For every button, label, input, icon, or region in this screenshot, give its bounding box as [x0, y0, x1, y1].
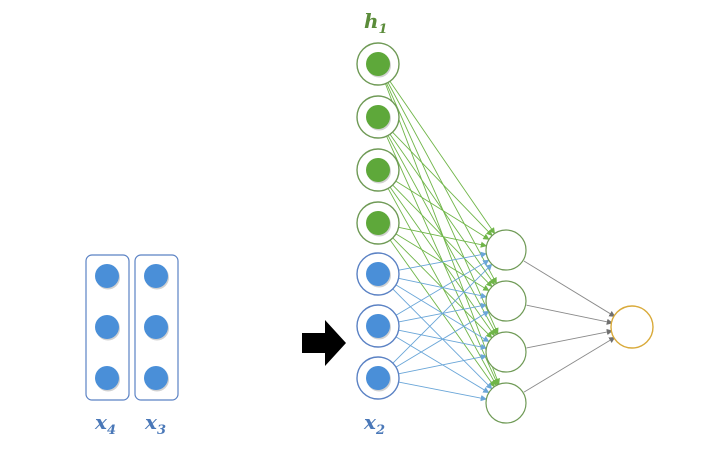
input-to-layer2-edge	[392, 263, 493, 364]
h1-label: h1	[364, 9, 388, 37]
queued-input-node	[95, 315, 120, 341]
input-to-layer2-edges	[392, 251, 493, 402]
input-node	[356, 356, 400, 400]
input-to-layer2-edge	[398, 354, 488, 375]
hidden-node	[356, 148, 400, 192]
queued-input-node	[95, 264, 120, 290]
queued-input-node	[144, 315, 169, 341]
hidden-to-layer2-edge	[386, 135, 499, 386]
input-to-layer2-edge	[398, 251, 487, 271]
hidden-to-layer2-edge	[389, 133, 495, 286]
queued-input-node	[144, 366, 169, 392]
input-nodes	[356, 252, 400, 400]
x4-box	[85, 254, 130, 401]
hidden-to-layer2-edge	[389, 186, 495, 337]
input-to-layer2-edge	[395, 259, 490, 316]
hidden-to-layer2-edge	[398, 226, 488, 248]
right-arrow-icon	[302, 320, 346, 366]
hidden-node	[356, 201, 400, 245]
layer2-node	[485, 229, 527, 271]
layer2-to-output-edge	[523, 336, 616, 393]
queued-input-nodes	[95, 264, 169, 392]
hidden-to-layer2-edge	[395, 180, 490, 240]
hidden-to-layer2-edge	[392, 184, 493, 288]
hidden-to-layer2-edge	[387, 135, 497, 335]
hidden-node	[356, 95, 400, 139]
input-to-layer2-edge	[398, 381, 487, 402]
layer2-node	[485, 280, 527, 322]
layer2-to-output-edge	[523, 260, 616, 317]
layer2-node	[485, 331, 527, 373]
hidden-to-layer2-edge	[387, 188, 497, 387]
layer2-to-output-edge	[526, 304, 614, 325]
x3-label: x3	[144, 410, 166, 438]
queued-input-node	[144, 264, 169, 290]
input-node	[356, 304, 400, 348]
input-to-layer2-edge	[395, 310, 490, 368]
hidden-to-layer2-edge	[387, 82, 497, 284]
x4-label: x4	[94, 410, 116, 438]
hidden-node	[356, 42, 400, 86]
hidden-state-nodes	[356, 42, 400, 245]
queued-input-node	[95, 366, 120, 392]
output-nodes	[610, 305, 654, 349]
layer2-to-output-edge	[526, 328, 614, 349]
layer2-to-output-edges	[523, 260, 616, 393]
hidden-to-layer2-edge	[389, 81, 496, 235]
x2-label: x2	[363, 410, 385, 438]
x3-box	[134, 254, 179, 401]
hidden-to-layer2-edge	[392, 131, 493, 237]
layer2-node	[485, 382, 527, 424]
input-node	[356, 252, 400, 296]
output-node	[610, 305, 654, 349]
hidden-to-layer2-edge	[386, 83, 499, 335]
layer2-nodes	[485, 229, 527, 424]
